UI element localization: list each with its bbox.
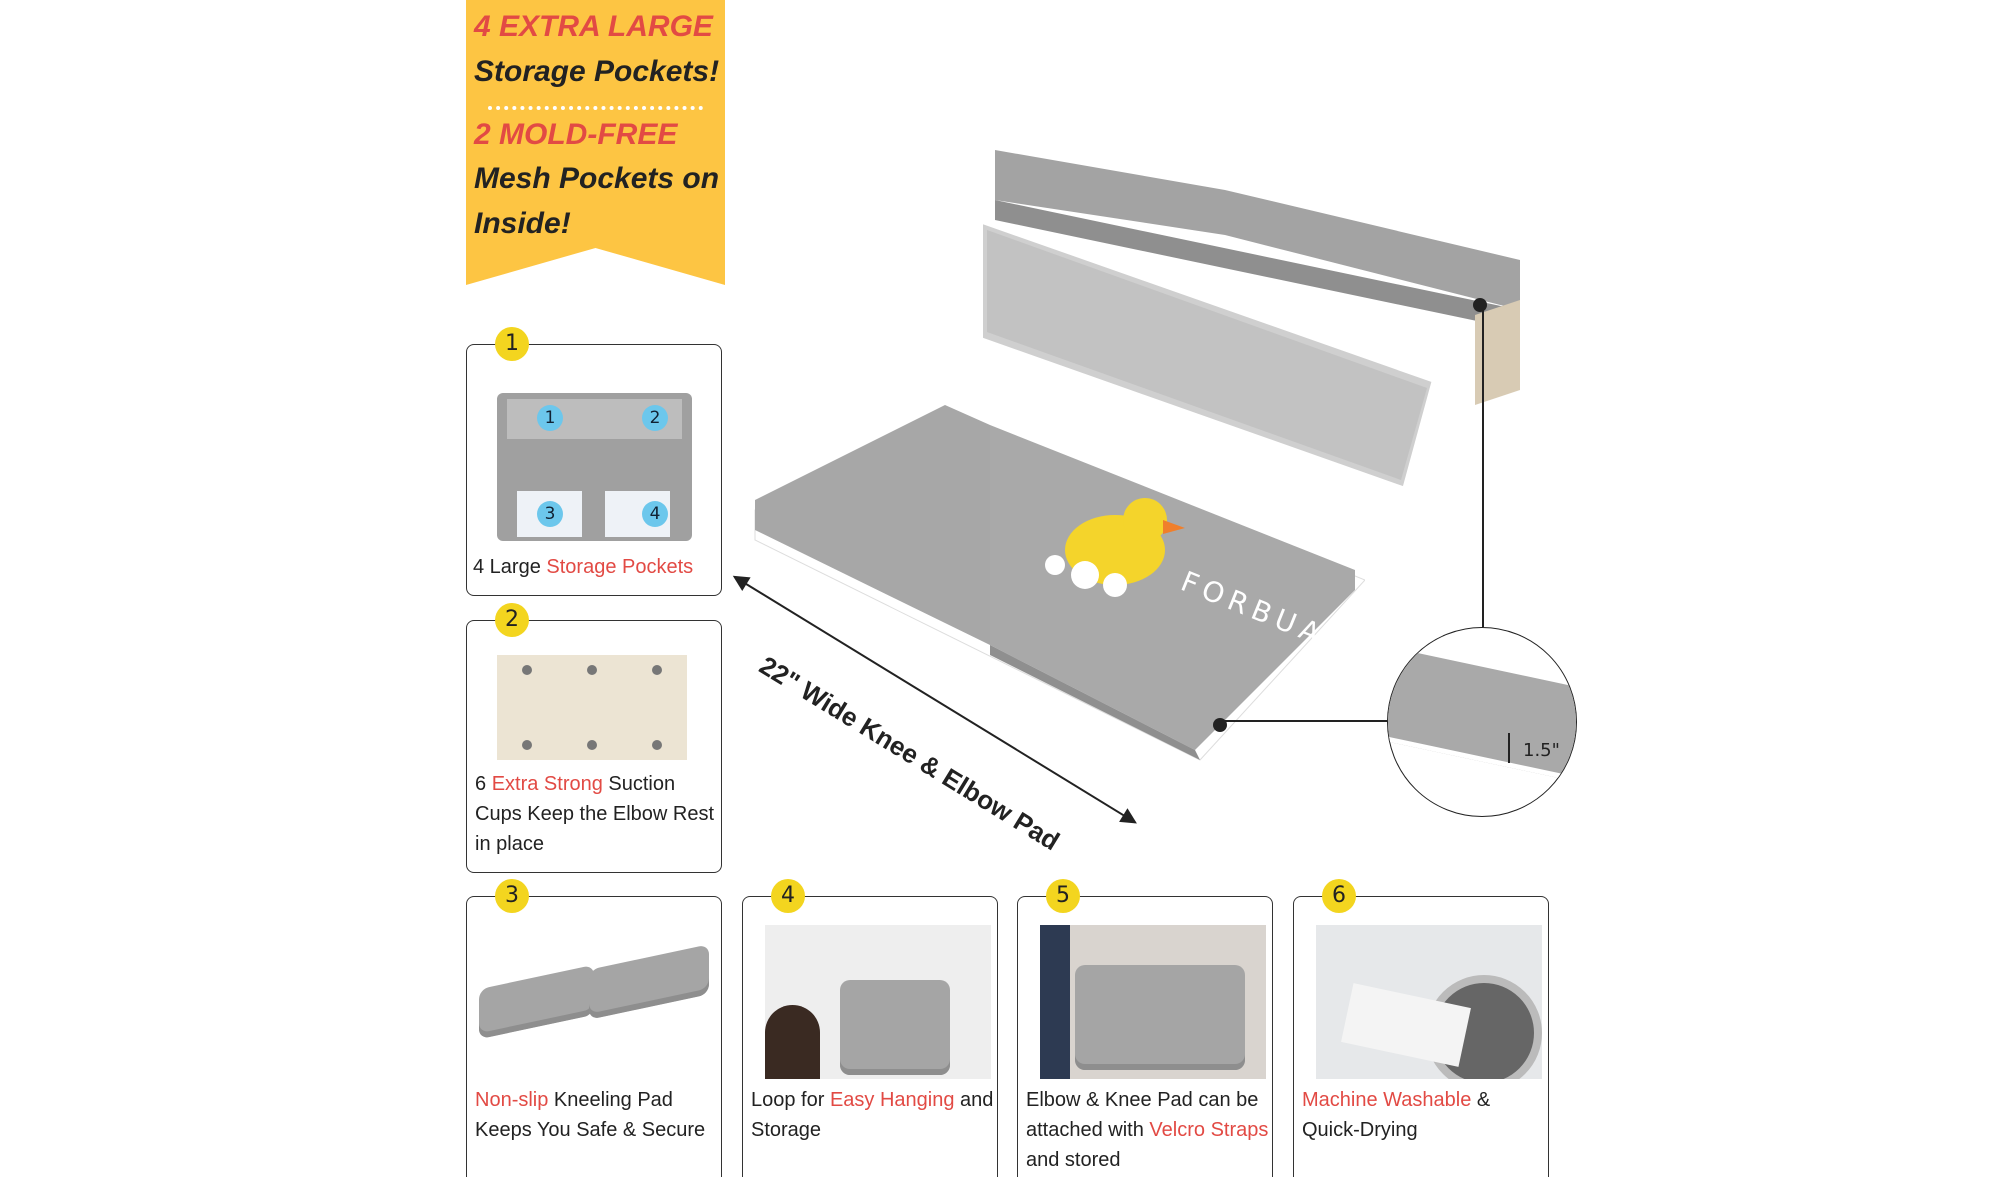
feature-caption: Non-slip Kneeling Pad Keeps You Safe & S…: [475, 1089, 706, 1141]
feature-number-badge: 2: [495, 603, 529, 637]
feature-caption: 4 Large Storage Pockets: [473, 556, 694, 578]
promo-banner: 4 EXTRA LARGE Storage Pockets! 2 MOLD-FR…: [466, 0, 725, 285]
feature-number-badge: 6: [1322, 879, 1356, 913]
feature-card-5: 5 Elbow & Knee Pad can be attached with …: [1017, 879, 1273, 1177]
banner-line: Inside!: [474, 207, 571, 240]
pocket-number: 2: [642, 405, 668, 431]
hanging-photo: [765, 925, 991, 1079]
dotted-divider: [488, 106, 703, 110]
banner-line: Mesh Pockets on: [474, 162, 720, 195]
suction-cups-image: [497, 655, 687, 760]
knee-pad-image: FORBUA: [745, 400, 1366, 770]
banner-line: 2 MOLD-FREE: [474, 118, 678, 151]
callout-line: [1222, 720, 1387, 722]
pockets-image: 1 2 3 4: [497, 393, 692, 541]
pocket-number: 3: [537, 501, 563, 527]
thickness-inset: 1.5": [1387, 627, 1577, 817]
feature-card-1: 1 1 2 3 4 4 Large Storage Pockets: [466, 327, 722, 596]
feature-card-2: 2 6 Extra Strong Suction Cups Keep the E…: [466, 603, 722, 873]
arrow-head-icon: [1119, 808, 1142, 831]
velcro-photo: [1040, 925, 1266, 1079]
feature-caption: Machine Washable & Quick-Drying: [1302, 1089, 1491, 1141]
pocket-number: 4: [642, 501, 668, 527]
washing-machine-photo: [1316, 925, 1542, 1079]
feature-number-badge: 5: [1046, 879, 1080, 913]
feature-card-4: 4 Loop for Easy Hanging and Storage: [742, 879, 998, 1177]
banner-line: 4 EXTRA LARGE: [474, 10, 713, 43]
elbow-rest-image: [975, 140, 1535, 500]
feature-card-6: 6 Machine Washable & Quick-Drying: [1293, 879, 1549, 1177]
pocket-number: 1: [537, 405, 563, 431]
feature-number-badge: 1: [495, 327, 529, 361]
callout-line: [1482, 305, 1484, 627]
kneeling-pad-image: [479, 944, 711, 1040]
feature-number-badge: 4: [771, 879, 805, 913]
banner-line: Storage Pockets!: [474, 55, 720, 88]
feature-caption: Loop for Easy Hanging and Storage: [751, 1089, 994, 1141]
feature-card-3: 3 Non-slip Kneeling Pad Keeps You Safe &…: [466, 879, 722, 1177]
feature-caption: Elbow & Knee Pad can be attached with Ve…: [1026, 1089, 1269, 1171]
feature-number-badge: 3: [495, 879, 529, 913]
thickness-label: 1.5": [1523, 740, 1560, 761]
feature-caption: 6 Extra Strong Suction Cups Keep the Elb…: [475, 773, 715, 855]
thickness-marker: [1508, 733, 1510, 763]
